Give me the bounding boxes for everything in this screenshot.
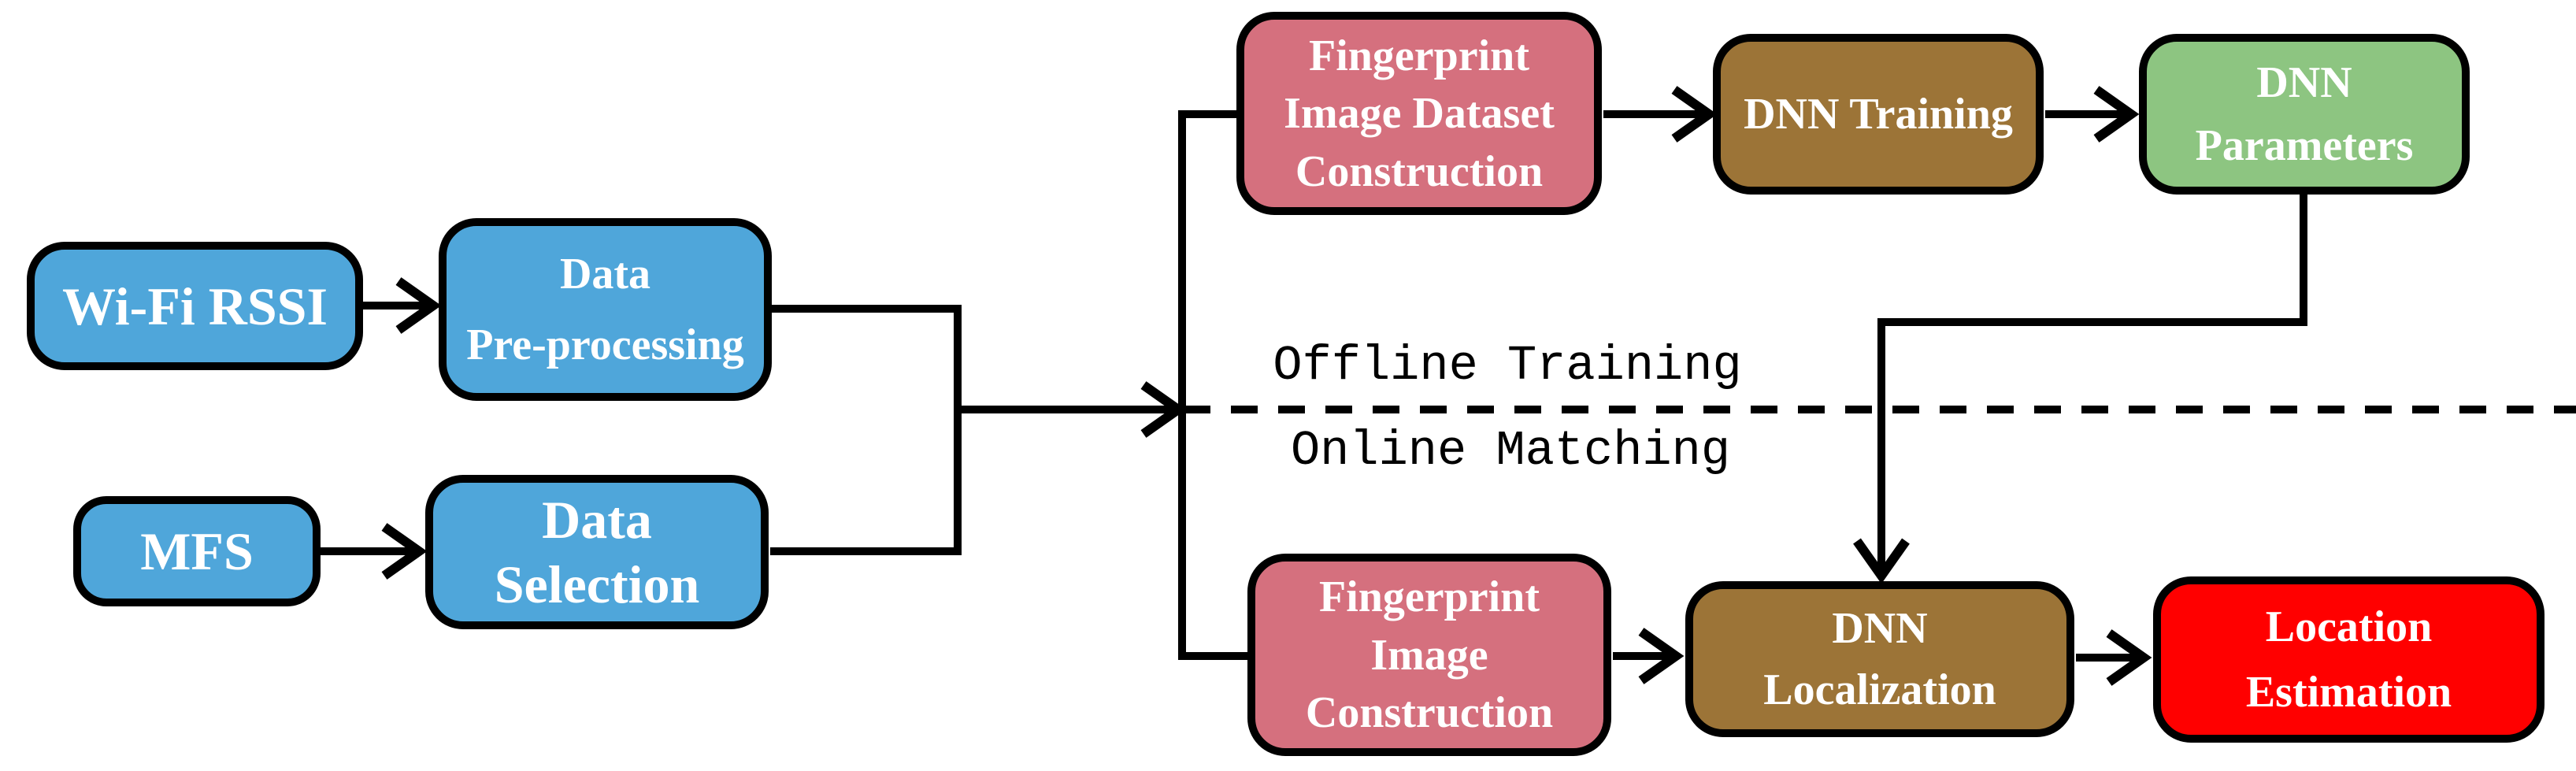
data-selection-label-line2: Selection <box>494 554 700 614</box>
mfs-box: MFS <box>73 496 321 606</box>
wire-parameters-to-localization <box>1877 192 2307 573</box>
wifi-rssi-box: Wi-Fi RSSI <box>27 242 363 370</box>
fp-dataset-label-line1: Fingerprint <box>1309 31 1529 80</box>
arrowhead-into-localization-top <box>1853 538 1910 584</box>
fingerprint-image-dataset-construction-box: Fingerprint Image Dataset Construction <box>1236 12 1602 215</box>
dnn-parameters-label-line2: Parameters <box>2195 121 2414 170</box>
wifi-rssi-label: Wi-Fi RSSI <box>62 276 328 336</box>
fp-construction-label-line1: Fingerprint <box>1319 573 1540 622</box>
online-matching-label: Online Matching <box>1290 423 1731 479</box>
fp-construction-label-line3: Construction <box>1305 688 1554 737</box>
fp-construction-label-line2: Image <box>1370 630 1488 680</box>
arrowhead-into-localization-left <box>1638 628 1685 684</box>
data-pre-processing-label-line2: Pre-processing <box>466 320 744 369</box>
arrowhead-into-selection <box>381 523 428 580</box>
dnn-localization-label-line2: Localization <box>1763 665 1996 714</box>
offline-training-label: Offline Training <box>1273 338 1742 394</box>
location-estimation-label-line2: Estimation <box>2245 667 2452 717</box>
dnn-training-label: DNN Training <box>1744 90 2013 139</box>
mfs-label: MFS <box>140 521 254 581</box>
data-pre-processing-box: Data Pre-processing <box>439 218 772 401</box>
data-selection-box: Data Selection <box>425 475 769 629</box>
dnn-parameters-box: DNN Parameters <box>2139 34 2470 195</box>
fingerprint-image-construction-box: Fingerprint Image Construction <box>1247 554 1611 756</box>
arrowhead-into-training <box>1671 86 1718 143</box>
dnn-localization-label-line1: DNN <box>1832 604 1928 653</box>
arrowhead-into-preprocessing <box>395 277 442 334</box>
location-estimation-label-line1: Location <box>2265 602 2433 652</box>
location-estimation-box: Location Estimation <box>2153 576 2544 743</box>
dnn-localization-box: DNN Localization <box>1685 581 2074 737</box>
dnn-parameters-label-line1: DNN <box>2256 58 2352 107</box>
arrowhead-into-parameters <box>2093 86 2140 143</box>
arrowhead-into-estimation <box>2106 629 2152 686</box>
fp-dataset-label-line2: Image Dataset <box>1284 89 1555 138</box>
wire-merge-bracket <box>770 305 962 555</box>
dnn-training-box: DNN Training <box>1713 34 2044 195</box>
wire-split-rail <box>1178 110 1249 660</box>
data-pre-processing-label-line1: Data <box>559 250 651 299</box>
data-selection-label-line1: Data <box>542 490 652 550</box>
fp-dataset-label-line3: Construction <box>1295 146 1544 196</box>
